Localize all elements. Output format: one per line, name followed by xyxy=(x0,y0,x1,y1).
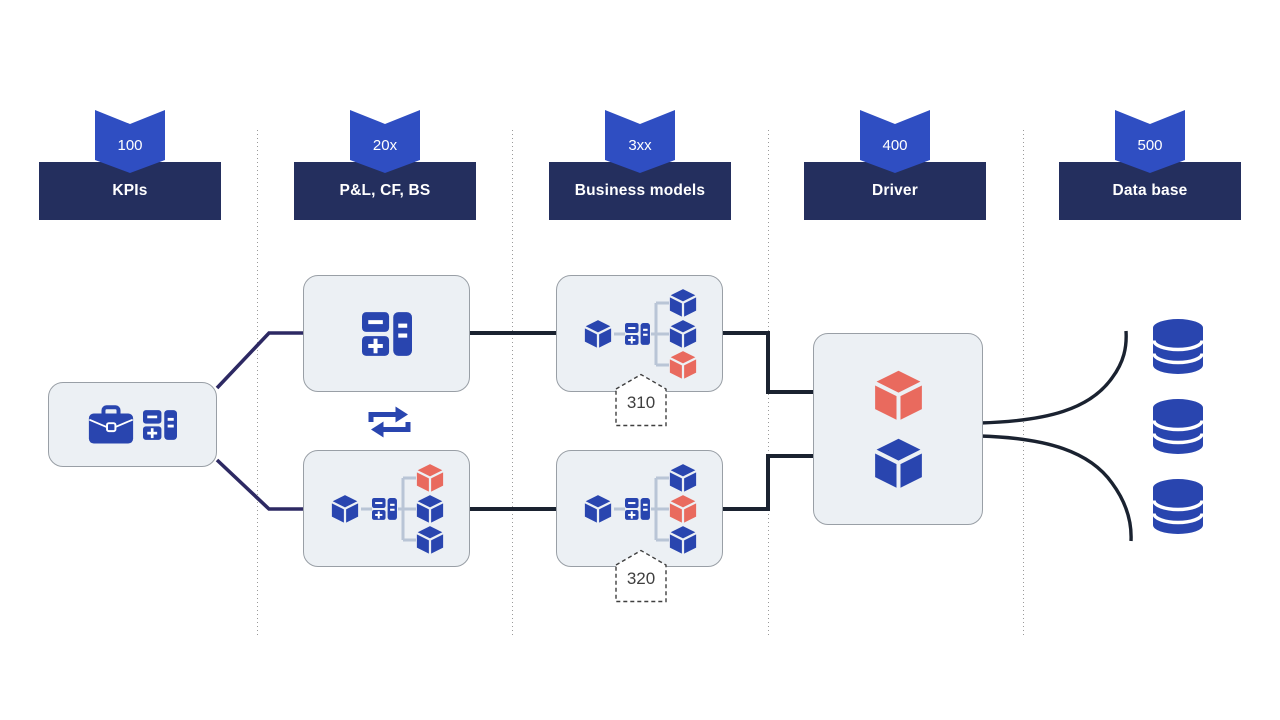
connector-driver-to-db-top xyxy=(979,330,1128,425)
ribbon-banner: 100 xyxy=(95,110,165,173)
pl-bottom-box xyxy=(303,450,470,567)
column-separator xyxy=(1023,130,1024,637)
column-separator xyxy=(257,130,258,637)
ribbon-banner: 3xx xyxy=(605,110,675,173)
connector-driver-to-db-bottom xyxy=(979,434,1133,542)
column-header-kpis: KPIs 100 xyxy=(39,110,221,230)
calculator-icon xyxy=(143,409,177,440)
database-icon xyxy=(1151,318,1205,376)
sync-arrows-icon xyxy=(368,406,411,438)
ribbon-banner: 20x xyxy=(350,110,420,173)
column-header-pl-cf-bs: P&L, CF, BS 20x xyxy=(294,110,476,230)
ribbon-banner: 500 xyxy=(1115,110,1185,173)
column-label: Data base xyxy=(1059,162,1241,220)
column-code: 100 xyxy=(117,136,143,154)
connector-kpi-to-pl-bottom xyxy=(215,458,304,511)
driver-box xyxy=(813,333,983,525)
kpi-box xyxy=(48,382,217,467)
badge-value: 320 xyxy=(626,569,656,588)
connector-kpi-to-pl-top xyxy=(215,331,304,390)
calculator-icon xyxy=(361,311,412,356)
business-model-bottom-box xyxy=(556,450,723,567)
ribbon-banner: 400 xyxy=(860,110,930,173)
pl-top-box xyxy=(303,275,470,392)
database-icon xyxy=(1151,398,1205,456)
badge-320: 320 xyxy=(615,549,667,603)
column-code: 400 xyxy=(882,136,908,154)
red-cube-icon xyxy=(874,370,922,420)
column-header-business-models: Business models 3xx xyxy=(549,110,731,230)
column-label: Business models xyxy=(549,162,731,220)
column-separator xyxy=(512,130,513,637)
cube-network-icon xyxy=(331,463,443,554)
column-separator xyxy=(768,130,769,637)
column-header-driver: Driver 400 xyxy=(804,110,986,230)
column-code: 3xx xyxy=(628,136,652,154)
briefcase-icon xyxy=(88,405,134,445)
column-header-data-base: Data base 500 xyxy=(1059,110,1241,230)
cube-network-icon xyxy=(584,288,696,379)
database-icon xyxy=(1151,478,1205,536)
badge-value: 310 xyxy=(626,393,656,412)
business-model-top-box xyxy=(556,275,723,392)
briefcase-calculator-icon xyxy=(88,404,177,445)
column-code: 20x xyxy=(372,136,398,154)
badge-310: 310 xyxy=(615,373,667,427)
cube-network-icon xyxy=(584,463,696,554)
column-code: 500 xyxy=(1137,136,1163,154)
blue-cube-icon xyxy=(874,438,922,488)
